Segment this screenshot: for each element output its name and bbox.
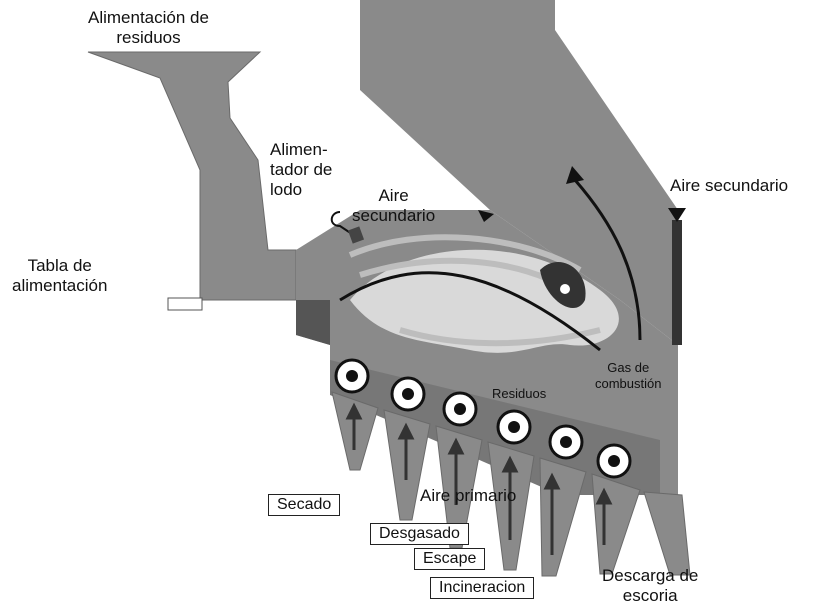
burner-dot <box>560 284 570 294</box>
label-gas-combustion: Gas de combustión <box>595 360 661 392</box>
label-residuos: Residuos <box>492 384 546 404</box>
stage-secado: Secado <box>268 494 340 516</box>
label-alimentacion-residuos: Alimentación de residuos <box>88 8 209 48</box>
label-aire-primario: Aire primario <box>420 486 516 506</box>
label-descarga-escoria: Descarga de escoria <box>602 566 698 606</box>
feeding-table <box>168 298 202 310</box>
label-alimentador-lodo: Alimen- tador de lodo <box>270 140 332 200</box>
right-air-pipe <box>672 220 682 345</box>
label-aire-secundario-left: Aire secundario <box>352 186 435 226</box>
chamber-dark-zone <box>296 300 330 345</box>
stage-incineracion: Incineracion <box>430 577 534 599</box>
feed-hopper <box>88 52 296 300</box>
label-aire-secundario-right: Aire secundario <box>670 176 788 196</box>
stage-escape: Escape <box>414 548 485 570</box>
label-tabla-alimentacion: Tabla de alimentación <box>12 256 107 296</box>
stage-desgasado: Desgasado <box>370 523 469 545</box>
